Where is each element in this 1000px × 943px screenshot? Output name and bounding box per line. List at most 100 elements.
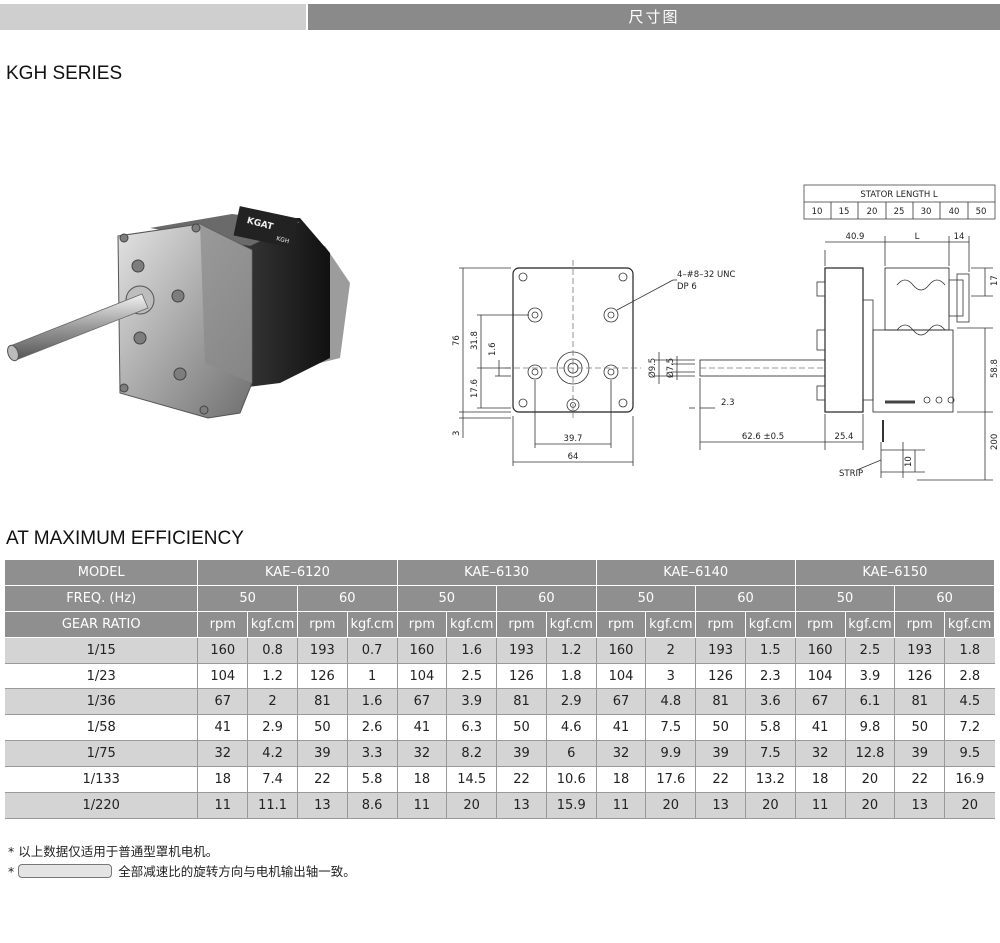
value-cell: 22 (894, 766, 946, 794)
value-cell: 2 (645, 637, 697, 664)
value-cell: 104 (596, 663, 647, 690)
series-title: KGH SERIES (6, 63, 123, 84)
freq-header: 50 (397, 585, 498, 612)
value-cell: 1 (347, 663, 398, 690)
gear-ratio-cell: 1/36 (5, 688, 199, 716)
value-cell: 41 (397, 714, 448, 742)
freq-header: 60 (297, 585, 398, 612)
value-cell: 1.2 (247, 663, 298, 690)
value-cell: 7.5 (745, 740, 796, 768)
value-cell: 41 (596, 714, 647, 742)
value-cell: 7.5 (645, 714, 697, 742)
stator-length-table (803, 184, 996, 220)
value-cell: 7.4 (247, 766, 298, 794)
unit-rpm: rpm (795, 611, 846, 638)
dim-200: 200 (990, 434, 1000, 450)
model-header: KAE–6120 (197, 560, 398, 586)
unit-rpm: rpm (596, 611, 647, 638)
value-cell: 2 (247, 688, 298, 716)
value-cell: 193 (695, 637, 746, 664)
value-cell: 39 (695, 740, 746, 768)
value-cell: 20 (944, 792, 995, 819)
value-cell: 6 (546, 740, 597, 768)
photo-model: KGH (275, 235, 289, 245)
value-cell: 81 (695, 688, 746, 716)
note-2: *全部减速比的旋转方向与电机输出轴一致。 (8, 861, 356, 880)
unit-kgf: kgf.cm (446, 611, 498, 638)
stator-len-6: 50 (976, 207, 987, 217)
stator-title: STATOR LENGTH L (860, 190, 938, 200)
unit-rpm: rpm (894, 611, 946, 638)
value-cell: 32 (596, 740, 647, 768)
model-label: MODEL (5, 560, 199, 586)
value-cell: 67 (596, 688, 647, 716)
value-cell: 22 (496, 766, 547, 794)
value-cell: 17.6 (645, 766, 697, 794)
value-cell: 67 (397, 688, 448, 716)
value-cell: 7.2 (944, 714, 995, 742)
value-cell: 20 (745, 792, 796, 819)
dim-76: 76 (452, 335, 462, 346)
unit-kgf: kgf.cm (546, 611, 597, 638)
value-cell: 50 (297, 714, 348, 742)
unit-kgf: kgf.cm (347, 611, 398, 638)
value-cell: 5.8 (347, 766, 398, 794)
value-cell: 32 (795, 740, 846, 768)
note-1: * 以上数据仅适用于普通型罩机电机。 (8, 841, 218, 860)
value-cell: 15.9 (546, 792, 597, 819)
value-cell: 18 (596, 766, 647, 794)
value-cell: 20 (845, 792, 896, 819)
value-cell: 20 (645, 792, 697, 819)
value-cell: 8.2 (446, 740, 498, 768)
section-title: AT MAXIMUM EFFICIENCY (6, 528, 244, 549)
value-cell: 13 (894, 792, 946, 819)
unit-rpm: rpm (297, 611, 348, 638)
note-1-text: 以上数据仅适用于普通型罩机电机。 (18, 844, 219, 859)
dim-14: 14 (954, 232, 965, 242)
value-cell: 2.5 (845, 637, 896, 664)
gearbox (117, 223, 253, 419)
value-cell: 1.6 (347, 688, 398, 716)
value-cell: 18 (197, 766, 249, 794)
value-cell: 3.9 (845, 663, 896, 690)
dim-10: 10 (904, 456, 914, 467)
value-cell: 6.1 (845, 688, 896, 716)
gear-ratio-label: GEAR RATIO (5, 611, 199, 638)
value-cell: 3.6 (745, 688, 796, 716)
value-cell: 4.6 (546, 714, 597, 742)
value-cell: 5.8 (745, 714, 796, 742)
value-cell: 20 (845, 766, 896, 794)
value-cell: 81 (894, 688, 946, 716)
title-bar: 尺寸图 (0, 4, 1000, 30)
value-cell: 2.6 (347, 714, 398, 742)
value-cell: 2.8 (944, 663, 995, 690)
dim-9-5: Ø9.5 (647, 358, 658, 378)
value-cell: 13.2 (745, 766, 796, 794)
value-cell: 9.5 (944, 740, 995, 768)
stator-len-2: 20 (867, 207, 878, 217)
dimension-drawing: STATOR LENGTH L 10 15 20 25 30 40 50 4–#… (452, 184, 1000, 481)
value-cell: 3 (645, 663, 697, 690)
value-cell: 11 (197, 792, 249, 819)
value-cell: 3.9 (446, 688, 498, 716)
value-cell: 1.2 (546, 637, 597, 664)
value-cell: 2.9 (247, 714, 298, 742)
dim-7-5: Ø7.5 (665, 358, 676, 378)
dim-31-8: 31.8 (470, 331, 480, 350)
value-cell: 10.6 (546, 766, 597, 794)
value-cell: 6.3 (446, 714, 498, 742)
unit-rpm: rpm (397, 611, 448, 638)
dim-58-8: 58.8 (990, 359, 1000, 378)
unit-kgf: kgf.cm (944, 611, 995, 638)
value-cell: 11 (795, 792, 846, 819)
value-cell: 39 (496, 740, 547, 768)
value-cell: 13 (496, 792, 547, 819)
value-cell: 2.9 (546, 688, 597, 716)
dim-64: 64 (568, 452, 579, 462)
value-cell: 39 (894, 740, 946, 768)
model-header: KAE–6130 (397, 560, 597, 586)
